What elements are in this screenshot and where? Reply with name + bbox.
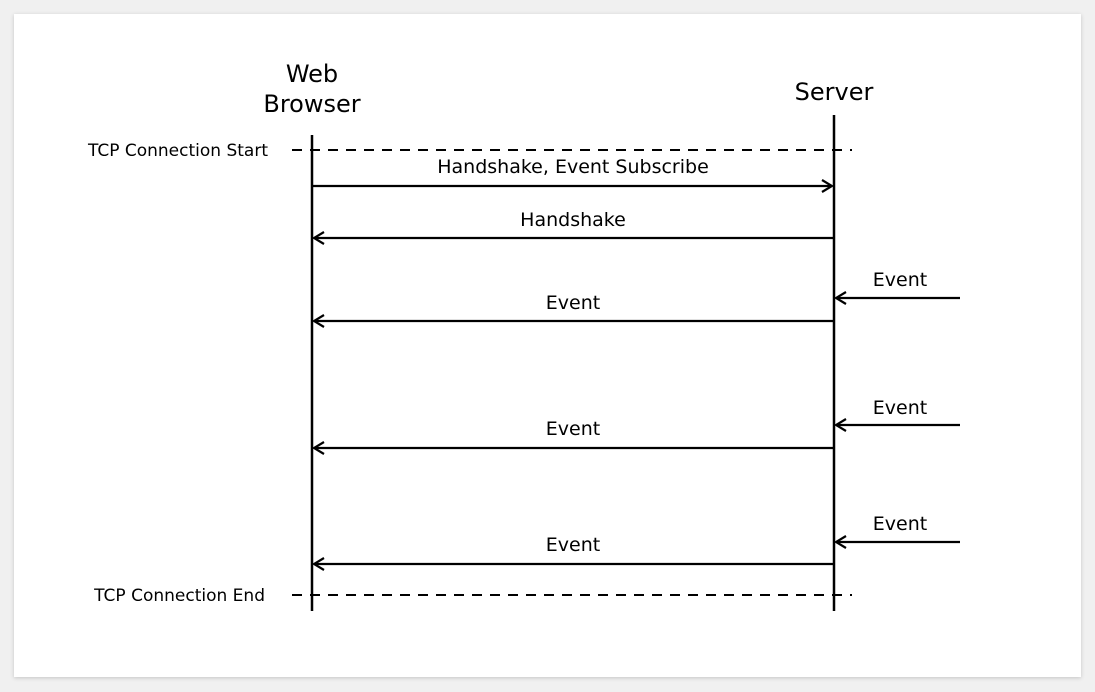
browser-title-line1: Web	[286, 60, 338, 88]
incoming-event-label-2: Event	[873, 397, 927, 419]
message-label-subscribe: Handshake, Event Subscribe	[437, 156, 709, 178]
message-label-event-2: Event	[546, 418, 600, 440]
message-label-event-3: Event	[546, 534, 600, 556]
diagram-card	[14, 14, 1081, 677]
message-label-event-1: Event	[546, 292, 600, 314]
server-title: Server	[795, 78, 874, 106]
connection-start-label: TCP Connection Start	[87, 141, 268, 161]
incoming-event-label-1: Event	[873, 269, 927, 291]
message-label-handshake: Handshake	[520, 209, 626, 231]
connection-end-label: TCP Connection End	[93, 586, 265, 606]
incoming-event-label-3: Event	[873, 513, 927, 535]
browser-title-line2: Browser	[263, 90, 360, 118]
